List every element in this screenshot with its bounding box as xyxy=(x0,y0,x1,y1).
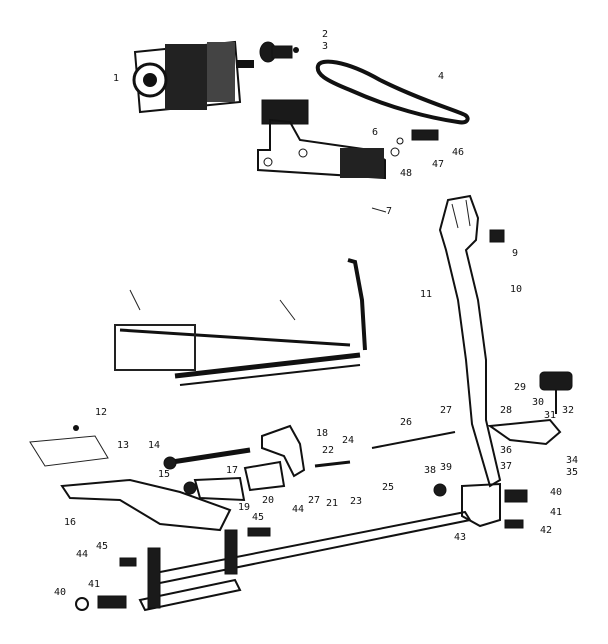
callout-label: 37 xyxy=(500,461,513,472)
callout-label: 9 xyxy=(512,248,519,259)
callout-label: 7 xyxy=(386,206,393,217)
callout-label: 17 xyxy=(226,465,239,476)
callout-label: 45 xyxy=(96,541,109,552)
callout-label: 27 xyxy=(440,405,453,416)
callout-label: 36 xyxy=(500,445,513,456)
callout-label: 19 xyxy=(238,502,251,513)
callout-label: 47 xyxy=(432,159,445,170)
callout-label: 3 xyxy=(322,41,329,52)
knob-29 xyxy=(539,371,573,414)
callout-label: 46 xyxy=(452,147,465,158)
machine-assembly xyxy=(114,258,367,386)
callout-label: 6 xyxy=(372,127,379,138)
callout-label: 43 xyxy=(454,532,467,543)
callout-label: 42 xyxy=(540,525,553,536)
callout-label: 39 xyxy=(440,462,453,473)
bracket-28 xyxy=(487,418,562,446)
callout-label: 27 xyxy=(308,495,321,506)
callout-label: 14 xyxy=(148,440,161,451)
callout-label: 23 xyxy=(350,496,363,507)
motor xyxy=(132,40,254,114)
lever-base xyxy=(433,482,528,529)
callout-label: 10 xyxy=(510,284,523,295)
callout-label: 35 xyxy=(566,467,579,478)
callout-label: 32 xyxy=(562,405,575,416)
pulley xyxy=(259,41,299,63)
knee-lever xyxy=(438,194,505,488)
callout-label: 22 xyxy=(322,445,335,456)
callout-label: 38 xyxy=(424,465,437,476)
callout-label: 1 xyxy=(113,73,120,84)
callout-label: 26 xyxy=(400,417,413,428)
linkage-parts xyxy=(183,460,286,502)
lever-18 xyxy=(261,424,306,478)
callout-label: 20 xyxy=(262,495,275,506)
belt xyxy=(315,59,470,125)
bottom-screws xyxy=(75,527,271,611)
callout-label: 12 xyxy=(95,407,108,418)
callout-label: 41 xyxy=(88,579,101,590)
callout-label: 18 xyxy=(316,428,329,439)
callout-label: 29 xyxy=(514,382,527,393)
rod-14 xyxy=(163,447,251,470)
screw-7 xyxy=(371,207,387,213)
rod-26 xyxy=(371,431,456,449)
motor-bracket xyxy=(257,99,386,180)
callout-label: 48 xyxy=(400,168,413,179)
callout-label: 13 xyxy=(117,440,130,451)
callout-label: 44 xyxy=(292,504,305,515)
callout-label: 30 xyxy=(532,397,545,408)
callout-label: 40 xyxy=(54,587,67,598)
callout-label: 31 xyxy=(544,410,557,421)
callout-label: 16 xyxy=(64,517,77,528)
bracket-16 xyxy=(60,478,232,532)
callout-label: 25 xyxy=(382,482,395,493)
screw-set xyxy=(390,129,439,157)
callout-label: 2 xyxy=(322,29,329,40)
callout-label: 40 xyxy=(550,487,563,498)
callout-label: 21 xyxy=(326,498,339,509)
callout-label: 4 xyxy=(438,71,445,82)
parts-12-13 xyxy=(29,425,109,467)
pin-22 xyxy=(314,460,351,468)
callout-label: 24 xyxy=(342,435,355,446)
shaft-43 xyxy=(138,510,472,612)
callout-label: 41 xyxy=(550,507,563,518)
callout-label: 45 xyxy=(252,512,265,523)
callout-label: 34 xyxy=(566,455,579,466)
callout-label: 15 xyxy=(158,469,171,480)
callout-label: 28 xyxy=(500,405,513,416)
callout-label: 44 xyxy=(76,549,89,560)
callout-label: 11 xyxy=(420,289,433,300)
